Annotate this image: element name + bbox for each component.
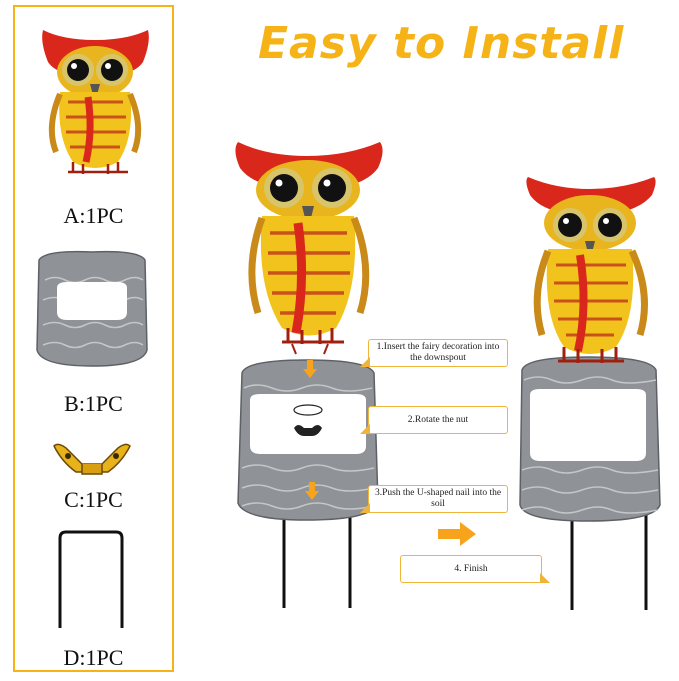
stone-downspout-cover-icon xyxy=(36,250,148,367)
page-title: Easy to Install xyxy=(258,18,625,69)
step-3-callout: 3.Push the U-shaped nail into the soil xyxy=(360,485,508,513)
step-4-text: 4. Finish xyxy=(454,563,488,574)
part-a-label: A:1PC xyxy=(63,203,124,228)
wing-nut-icon xyxy=(53,443,131,475)
step-2-text: 2.Rotate the nut xyxy=(407,414,469,425)
u-shaped-nail-icon xyxy=(58,530,124,628)
down-arrow-icon xyxy=(303,360,317,378)
step-1-callout: 1.Insert the fairy decoration into the d… xyxy=(360,339,508,367)
step-2-callout: 2.Rotate the nut xyxy=(360,406,508,434)
step-4-callout: 4. Finish xyxy=(400,555,550,583)
part-b-label: B:1PC xyxy=(64,391,123,416)
part-d-label: D:1PC xyxy=(63,645,124,670)
owl-figure-icon xyxy=(42,30,149,174)
step-1-text: 1.Insert the fairy decoration into the d… xyxy=(376,342,500,363)
step-3-text: 3.Push the U-shaped nail into the soil xyxy=(374,488,502,509)
part-c-label: C:1PC xyxy=(64,487,123,512)
right-arrow-icon xyxy=(438,522,476,546)
finished-owl-illustration xyxy=(519,177,661,610)
down-arrow-icon xyxy=(305,482,319,500)
